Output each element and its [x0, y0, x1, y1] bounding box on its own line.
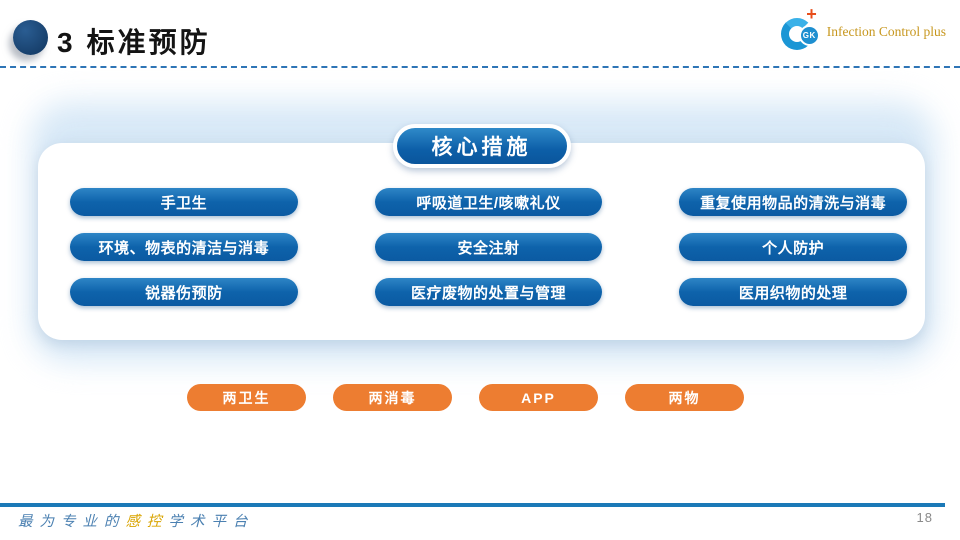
measure-pill-safe-injection: 安全注射 — [374, 233, 603, 261]
footer-slogan-suffix: 学术平台 — [168, 514, 255, 530]
tag-two-hygienes: 两卫生 — [187, 384, 306, 411]
brand-logo-icon: + GK — [780, 5, 822, 55]
measure-pill-sharps-injury: 锐器伤预防 — [70, 278, 298, 306]
core-measures-header-pill: 核心措施 — [392, 124, 571, 168]
measures-grid: 手卫生 呼吸道卫生/咳嗽礼仪 重复使用物品的清洗与消毒 环境、物表的清洁与消毒 … — [70, 188, 907, 306]
logo-c-arc-icon — [780, 18, 813, 50]
footer-bar — [0, 503, 945, 507]
logo-plus-icon: + — [806, 4, 817, 24]
header-divider-dashed — [0, 66, 960, 68]
measure-pill-medical-waste: 医疗废物的处置与管理 — [374, 278, 603, 306]
measure-pill-reusable-items: 重复使用物品的清洗与消毒 — [679, 188, 907, 216]
brand-name: Infection Control plus — [826, 24, 946, 39]
measure-pill-respiratory-hygiene: 呼吸道卫生/咳嗽礼仪 — [374, 188, 603, 216]
tag-two-items: 两物 — [625, 384, 744, 411]
logo-monogram: GK — [798, 25, 820, 46]
footer-slogan: 最为专业的感控学术平台 — [18, 510, 255, 531]
brand-logo: + GK Infection Control plus — [780, 5, 946, 55]
measure-pill-personal-protection: 个人防护 — [679, 233, 907, 261]
measure-pill-environment-cleaning: 环境、物表的清洁与消毒 — [70, 233, 298, 261]
core-measures-card: 核心措施 手卫生 呼吸道卫生/咳嗽礼仪 重复使用物品的清洗与消毒 环境、物表的清… — [38, 124, 925, 340]
measure-pill-medical-textiles: 医用织物的处理 — [679, 278, 907, 306]
footer-slogan-prefix: 最为专业的 — [18, 514, 126, 530]
footer-slogan-highlight: 感控 — [125, 514, 169, 530]
tag-two-disinfections: 两消毒 — [333, 384, 452, 411]
page-title-text: 标准预防 — [86, 27, 211, 58]
tag-app: APP — [479, 384, 598, 411]
measure-pill-hand-hygiene: 手卫生 — [70, 188, 298, 216]
title-bullet-dot — [13, 20, 48, 55]
page-title: 3 标准预防 — [57, 21, 211, 61]
page-number: 18 — [916, 510, 933, 525]
page-title-index: 3 — [57, 27, 73, 58]
summary-tags-row: 两卫生 两消毒 APP 两物 — [187, 384, 744, 411]
